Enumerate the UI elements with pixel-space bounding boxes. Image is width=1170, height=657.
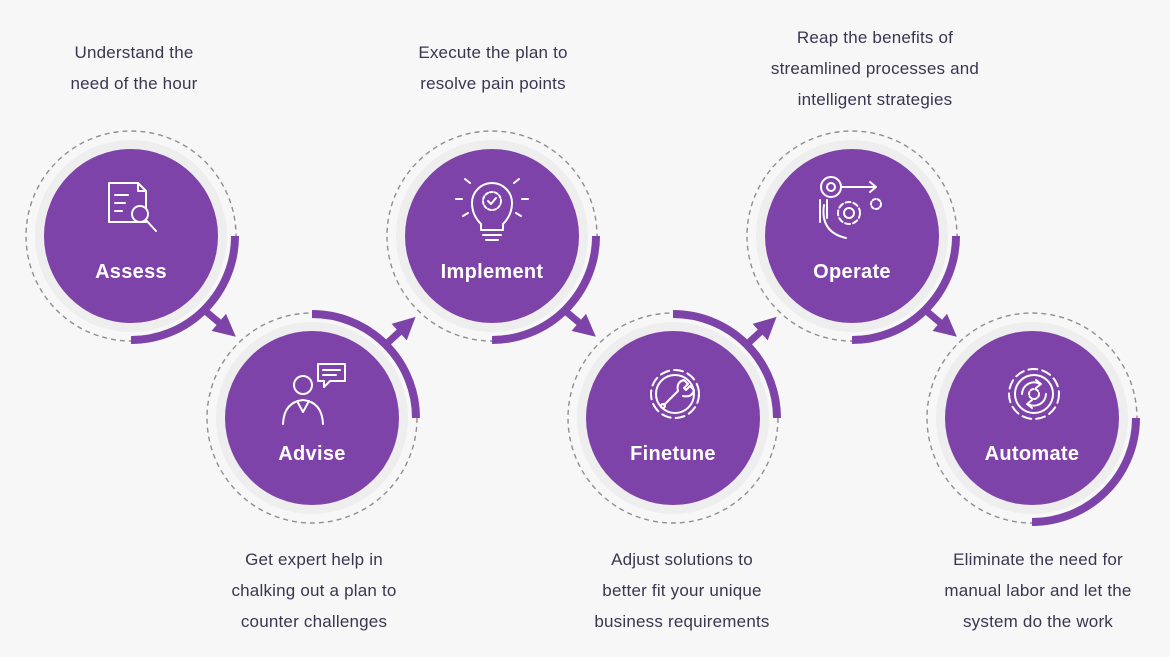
step-description-finetune: Adjust solutions to better fit your uniq… [594, 550, 770, 631]
connector-arrow-assess-advise [200, 306, 236, 337]
step-finetune [567, 310, 781, 524]
step-description-automate: Eliminate the need for manual labor and … [944, 550, 1132, 631]
step-circle [945, 331, 1119, 505]
lightbulb-gear-icon [455, 178, 529, 241]
step-automate [926, 312, 1140, 526]
step-circle [44, 149, 218, 323]
step-description-advise: Get expert help in chalking out a plan t… [231, 550, 397, 631]
step-description-assess: Understand the need of the hour [70, 43, 198, 93]
gear-wrench-icon [650, 369, 700, 419]
connector-arrow-finetune-operate [741, 316, 777, 350]
step-circle [765, 149, 939, 323]
connector-arrow-implement-finetune [560, 306, 596, 337]
step-circle [586, 331, 760, 505]
step-operate [746, 130, 960, 344]
step-label-advise: Advise [278, 443, 346, 465]
document-search-icon [108, 182, 157, 232]
step-label-assess: Assess [95, 261, 167, 283]
progress-arc [1031, 417, 1140, 526]
step-implement [386, 130, 600, 344]
step-circle [225, 331, 399, 505]
step-label-finetune: Finetune [630, 443, 716, 465]
step-label-automate: Automate [984, 443, 1080, 465]
step-description-implement: Execute the plan to resolve pain points [418, 43, 568, 93]
automation-gear-icon [1008, 368, 1060, 420]
step-description-operate: Reap the benefits of streamlined process… [770, 28, 980, 109]
step-label-operate: Operate [813, 261, 891, 283]
step-label-implement: Implement [440, 261, 544, 283]
connector-arrow-advise-implement [380, 316, 416, 350]
step-advise [206, 310, 420, 524]
process-gears-icon [819, 176, 882, 239]
consultant-chat-icon [282, 363, 346, 425]
connector-arrow-operate-automate [921, 306, 957, 337]
